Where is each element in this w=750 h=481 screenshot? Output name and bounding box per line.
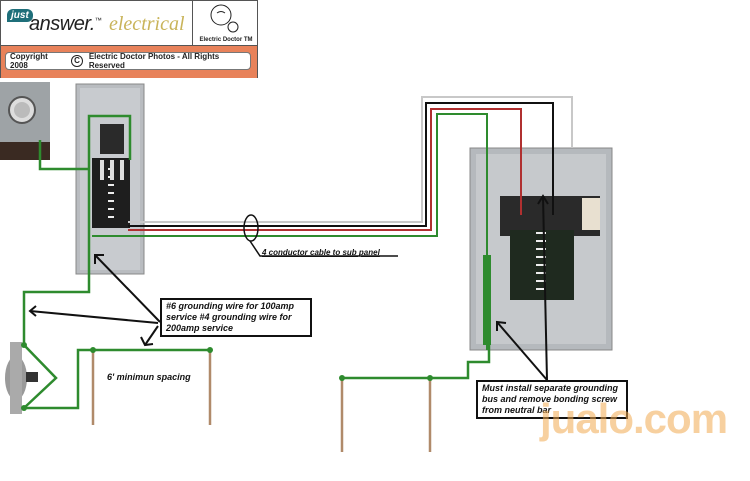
copyright-icon: C xyxy=(71,55,83,67)
spacing-label: 6' minimun spacing xyxy=(107,372,191,382)
neutral-wire xyxy=(128,96,573,223)
subpanel-note: Must install separate grounding bus and … xyxy=(476,380,628,419)
hot-wire-black xyxy=(128,102,554,227)
watermark: jualo.com xyxy=(540,395,728,442)
doctor-cartoon-icon xyxy=(210,4,239,33)
cable-label: 4 conductor cable to sub panel xyxy=(262,248,380,257)
ground-wire-feeder xyxy=(92,113,488,350)
electric-meter xyxy=(0,82,50,160)
sub-panel-grounding-bus xyxy=(483,255,491,345)
cable-marker xyxy=(243,214,259,242)
brand-electrical: electrical xyxy=(109,13,185,35)
annotation-arrows xyxy=(28,194,549,381)
doctor-logo: Electric Doctor TM xyxy=(192,1,258,45)
grounding-wire-label: #6 grounding wire for 100amp service #4 … xyxy=(160,298,312,337)
copyright-notice: Copyright 2008 C Electric Doctor Photos … xyxy=(5,52,251,70)
four-conductor-cable xyxy=(92,96,573,350)
main-panel xyxy=(75,83,145,275)
header-banner: just answer.™ electrical Electric Doctor… xyxy=(0,0,258,78)
main-grounding xyxy=(22,114,491,410)
sub-panel xyxy=(469,147,613,351)
doctor-label: Electric Doctor TM xyxy=(199,37,253,43)
copyright-band: Copyright 2008 C Electric Doctor Photos … xyxy=(1,45,257,78)
brand-logo: just answer.™ electrical xyxy=(5,7,189,37)
brand-answer: answer.™ xyxy=(29,13,102,35)
brand-just: just xyxy=(7,9,33,22)
ground-rods xyxy=(91,350,432,452)
cable-leader xyxy=(249,240,398,257)
water-pipe-clamp xyxy=(5,342,38,414)
hot-wire-red xyxy=(128,108,522,231)
